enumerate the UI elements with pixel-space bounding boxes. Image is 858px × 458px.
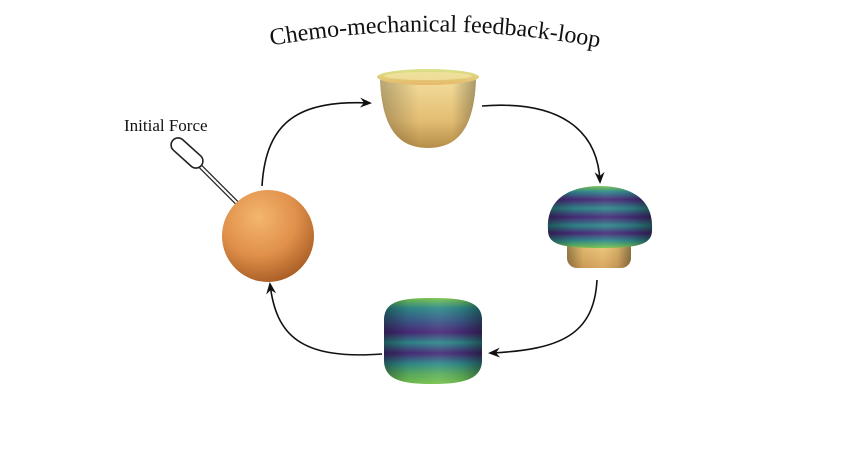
arrow-mushroom-to-barrel	[488, 279, 598, 358]
loop-arrows	[261, 97, 605, 358]
initial-force-label: Initial Force	[124, 116, 208, 135]
pipette-icon	[170, 137, 241, 207]
sphere-shape	[222, 190, 314, 282]
arrow-cup-to-mushroom	[481, 104, 605, 184]
cup-shape	[377, 69, 479, 148]
arrow-barrel-to-sphere	[266, 282, 383, 356]
arrow-sphere-to-cup	[261, 97, 372, 187]
mushroom-shape	[547, 186, 653, 268]
diagram-title: Chemo-mechanical feedback-loop	[268, 11, 603, 53]
barrel-shape	[384, 298, 482, 384]
